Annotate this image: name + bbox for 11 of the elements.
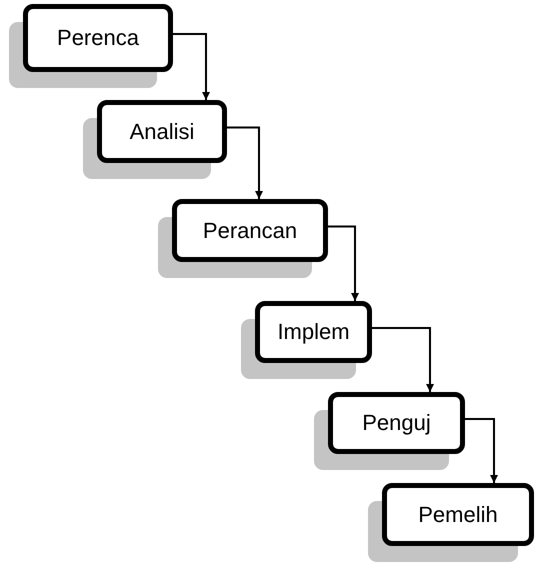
process-label: Analisi [130, 118, 194, 144]
process-label: Pemelih [418, 502, 498, 528]
process-label: Perenca [57, 25, 139, 51]
process-label: Implem [277, 319, 350, 345]
arrow [227, 126, 264, 199]
arrow [372, 327, 434, 392]
process-label: Penguj [362, 410, 431, 436]
arrow [465, 418, 498, 483]
arrow [173, 33, 210, 100]
process-label: Perancan [202, 218, 298, 244]
arrow [328, 226, 360, 301]
